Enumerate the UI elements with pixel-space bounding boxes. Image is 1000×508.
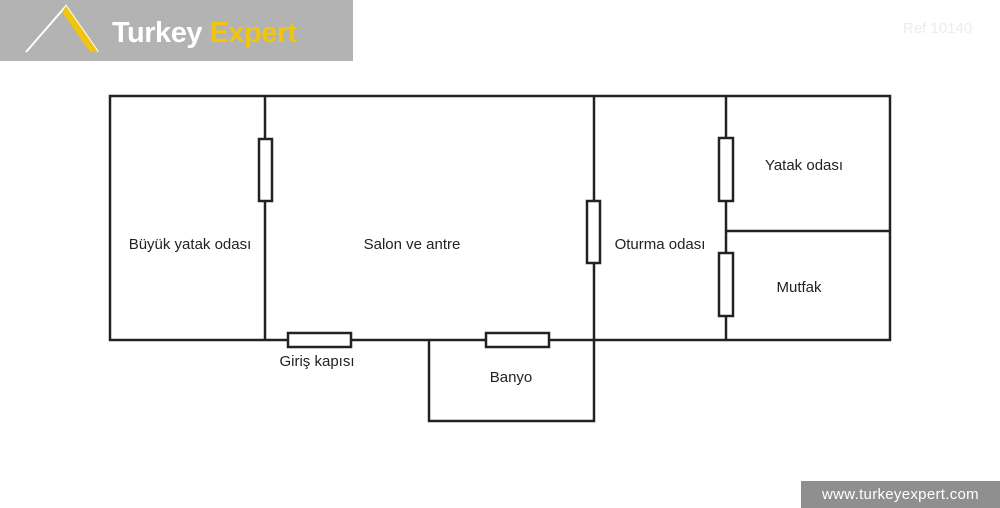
- door-bedroom: [717, 136, 735, 203]
- label-living-and-hall: Salon ve antre: [364, 236, 461, 253]
- doors: [257, 136, 735, 349]
- label-sitting-room: Oturma odası: [615, 236, 706, 253]
- label-bathroom: Banyo: [490, 369, 533, 386]
- website-url: www.turkeyexpert.com: [801, 481, 1000, 508]
- label-bedroom: Yatak odası: [765, 157, 843, 174]
- door-sitting-room: [585, 199, 602, 265]
- logo-word-turkey: Turkey: [112, 17, 202, 49]
- logo-word-expert: Expert: [209, 17, 298, 49]
- door-bathroom: [484, 331, 551, 349]
- logo-text: Turkey Expert: [112, 17, 297, 50]
- label-master-bedroom: Büyük yatak odası: [129, 236, 252, 253]
- door-master-bedroom: [257, 137, 274, 203]
- door-kitchen: [717, 251, 735, 318]
- label-entrance-door: Giriş kapısı: [279, 353, 354, 370]
- logo-banner: Turkey Expert: [0, 0, 353, 61]
- reference-number: Ref 10140: [903, 20, 973, 37]
- roof-logo-icon: [25, 4, 99, 53]
- label-kitchen: Mutfak: [776, 279, 822, 296]
- door-entrance: [286, 331, 353, 349]
